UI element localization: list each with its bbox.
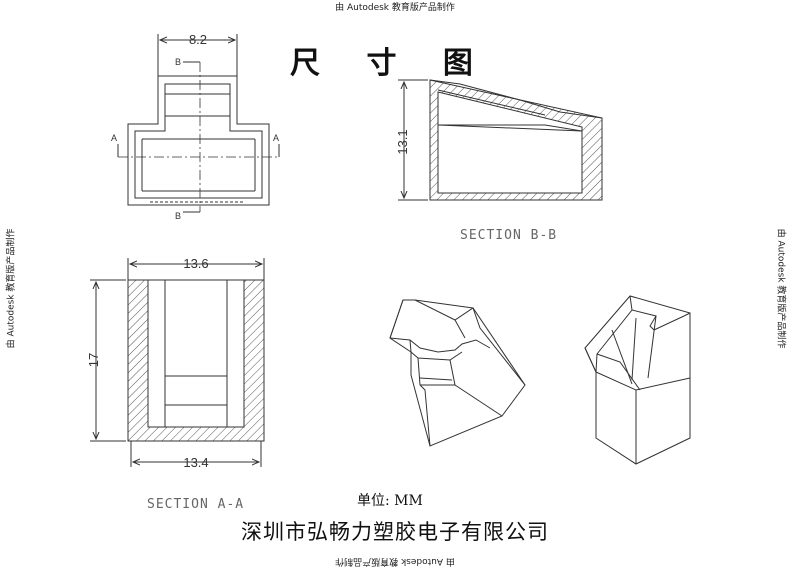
top-view <box>117 34 280 213</box>
drawing-title: 尺 寸 图 <box>290 46 491 81</box>
dim-aa-top-width: 13.6 <box>183 256 208 271</box>
dim-top-width: 8.2 <box>189 32 207 47</box>
section-marker-b-bottom: B <box>175 211 181 221</box>
dim-aa-bottom-width: 13.4 <box>183 455 208 470</box>
units-label: 单位: MM <box>357 493 423 509</box>
company-name: 深圳市弘畅力塑胶电子有限公司 <box>241 520 549 544</box>
section-bb-label: SECTION B-B <box>460 228 557 243</box>
isometric-view-left <box>389 299 526 447</box>
section-aa-view <box>90 258 265 467</box>
dim-section-bb-height: 13.1 <box>395 129 410 154</box>
section-aa-label: SECTION A-A <box>147 497 244 512</box>
watermark-top: 由 Autodesk 教育版产品制作 <box>335 3 455 13</box>
section-marker-a-left: A <box>111 133 117 143</box>
section-bb-view <box>398 79 603 201</box>
dim-aa-height: 17 <box>86 353 101 367</box>
section-marker-a-right: A <box>273 133 279 143</box>
section-marker-b-top: B <box>175 57 181 67</box>
isometric-view-right <box>584 295 691 465</box>
